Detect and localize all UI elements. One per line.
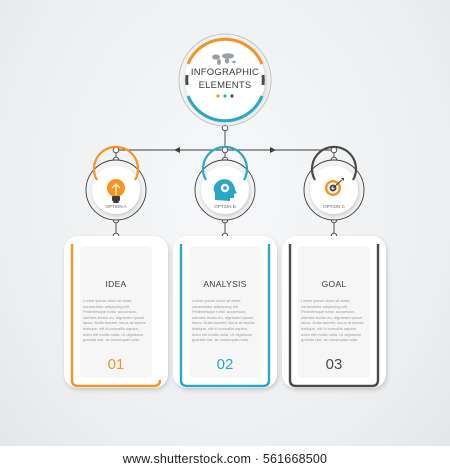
arrow-left bbox=[174, 147, 180, 153]
arrow-right bbox=[270, 147, 276, 153]
card-idea bbox=[64, 236, 168, 388]
card-idea-body: Lorem ipsum dolor sit amet, consectetur … bbox=[83, 298, 146, 343]
head-gear-icon bbox=[213, 179, 237, 201]
main-title-line2: ELEMENTS bbox=[198, 80, 252, 91]
main-title-line1: INFOGRAPHIC bbox=[190, 67, 260, 78]
target-icon bbox=[325, 178, 344, 196]
option-a-circle bbox=[85, 145, 147, 221]
card-analysis-number: 02 bbox=[216, 356, 234, 373]
watermark-text: www.shutterstock.com · 561668500 bbox=[122, 452, 328, 466]
option-b-circle bbox=[194, 145, 256, 221]
option-c-circle bbox=[303, 145, 365, 221]
card-analysis bbox=[173, 236, 277, 388]
lightbulb-icon bbox=[107, 179, 125, 203]
card-idea-number: 01 bbox=[107, 356, 125, 373]
card-analysis-title: ANALYSIS bbox=[203, 279, 247, 289]
option-b-label: OPTION B bbox=[214, 204, 236, 209]
watermark-bar bbox=[0, 446, 450, 470]
card-idea-title: IDEA bbox=[105, 279, 127, 289]
title-dots bbox=[216, 94, 234, 98]
main-circle bbox=[178, 33, 272, 127]
option-a-label: OPTION A bbox=[105, 204, 127, 209]
main-title: INFOGRAPHIC ELEMENTS bbox=[175, 66, 275, 92]
card-goal-number: 03 bbox=[325, 356, 343, 373]
world-map-icon bbox=[212, 53, 236, 65]
card-goal-body: Lorem ipsum dolor sit amet, consectetur … bbox=[301, 298, 364, 343]
option-c-label: OPTION C bbox=[323, 204, 345, 209]
card-goal-title: GOAL bbox=[321, 279, 347, 289]
connector-arrows bbox=[174, 147, 276, 153]
card-goal bbox=[282, 236, 386, 388]
card-analysis-body: Lorem ipsum dolor sit amet, consectetur … bbox=[192, 298, 255, 343]
